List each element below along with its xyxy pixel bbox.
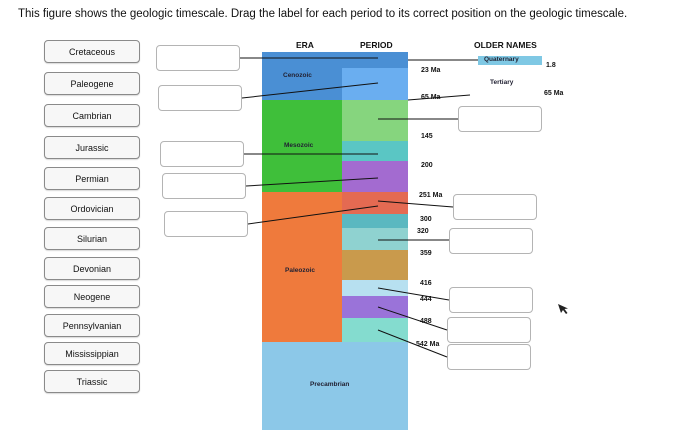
drop-target-9[interactable] [449,287,533,313]
age-488: 488 [420,318,432,325]
mouse-cursor-icon [558,304,568,314]
label-jurassic[interactable]: Jurassic [44,136,140,159]
era-label-paleozoic: Paleozoic [285,267,315,274]
label-ordovician[interactable]: Ordovician [44,197,140,220]
era-label-mesozoic: Mesozoic [284,142,314,149]
era-label-precambrian: Precambrian [310,381,350,388]
period-header: PERIOD [360,40,393,50]
age-320: 320 [417,228,429,235]
drop-target-7[interactable] [453,194,537,220]
label-silurian[interactable]: Silurian [44,227,140,250]
older-name-quaternary: Quaternary [484,56,519,63]
era-band-cenozoic [262,52,342,100]
label-cambrian[interactable]: Cambrian [44,104,140,127]
age-200: 200 [421,162,433,169]
age-65: 65 Ma [421,94,441,101]
label-neogene[interactable]: Neogene [44,285,140,308]
age-416: 416 [420,280,432,287]
period-band-silurian [342,280,408,296]
quaternary-band [478,56,542,65]
age-444: 444 [420,296,432,303]
instructions: This figure shows the geologic timescale… [18,8,628,20]
era-label-cenozoic: Cenozoic [283,72,312,79]
drop-target-10[interactable] [447,317,531,343]
period-band-ordovician [342,296,408,318]
period-band-devonian [342,250,408,280]
drop-target-8[interactable] [449,228,533,254]
drop-target-5[interactable] [164,211,248,237]
age-251: 251 Ma [419,192,443,199]
label-permian[interactable]: Permian [44,167,140,190]
era-band-mesozoic [262,100,342,192]
period-band-cambrian [342,318,408,342]
period-band-paleogene [342,68,408,100]
drop-target-4[interactable] [162,173,246,199]
drop-target-11[interactable] [447,344,531,370]
older-names-header: OLDER NAMES [474,40,537,50]
label-devonian[interactable]: Devonian [44,257,140,280]
age-542: 542 Ma [416,341,440,348]
period-band-triassic [342,161,408,192]
label-paleogene[interactable]: Paleogene [44,72,140,95]
drop-target-3[interactable] [160,141,244,167]
label-pennsylvanian[interactable]: Pennsylvanian [44,314,140,337]
period-band-jurassic [342,141,408,161]
drop-target-6[interactable] [458,106,542,132]
era-band-precambrian [262,342,408,430]
age-300: 300 [420,216,432,223]
age-359: 359 [420,250,432,257]
period-band-mississippian [342,228,408,250]
older-name-tertiary: Tertiary [490,79,514,86]
label-triassic[interactable]: Triassic [44,370,140,393]
label-cretaceous[interactable]: Cretaceous [44,40,140,63]
era-header: ERA [296,40,314,50]
label-mississippian[interactable]: Mississippian [44,342,140,365]
age-145: 145 [421,133,433,140]
period-band-cretaceous [342,100,408,141]
age-tertiary-65: 65 Ma [544,90,564,97]
age-1-8: 1.8 [546,62,556,69]
drop-target-1[interactable] [156,45,240,71]
period-band-neogene [342,52,408,68]
period-band-pennsylvanian [342,214,408,228]
age-23: 23 Ma [421,67,441,74]
drop-target-2[interactable] [158,85,242,111]
